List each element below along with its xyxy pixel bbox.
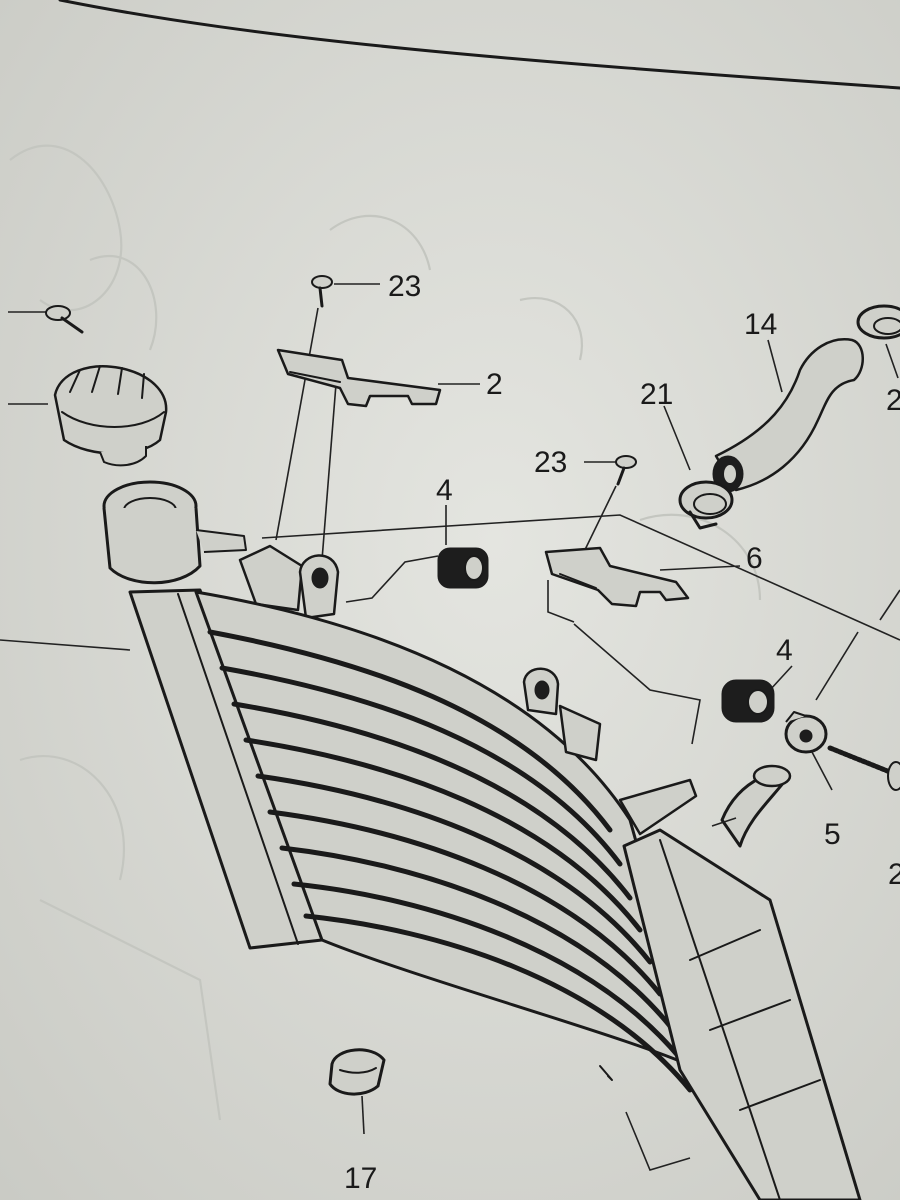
bracket-part-6-icon	[544, 546, 741, 745]
callout-2-edge-top: 2	[886, 384, 900, 417]
rubber-grommet-4-left-icon	[345, 505, 489, 603]
callout-14: 14	[744, 308, 777, 341]
assembly-frame-lines	[0, 514, 900, 651]
bolt-23-middle-icon	[579, 455, 637, 561]
callout-17: 17	[344, 1162, 377, 1195]
drain-detail-icon	[599, 1065, 691, 1171]
callout-21: 21	[640, 378, 673, 411]
callout-5: 5	[824, 818, 841, 851]
hose-clamp-top-right-icon	[856, 304, 900, 379]
bolt-23-top-icon	[275, 275, 380, 561]
callout-4-right: 4	[776, 634, 793, 667]
collar-5-icon	[784, 631, 859, 791]
radiator-core-icon	[102, 480, 702, 1093]
coolant-hose-14-icon	[712, 338, 864, 493]
callout-4-left: 4	[436, 474, 453, 507]
callout-2-edge-bottom: 2	[888, 858, 900, 891]
callout-6: 6	[746, 542, 763, 575]
radiator-side-tank-right-icon	[622, 764, 862, 1200]
small-bolt-left-icon	[8, 305, 84, 334]
mounting-bolt-right-icon	[827, 589, 900, 791]
page-top-curve	[58, 0, 900, 90]
radiator-cap-icon	[8, 365, 168, 467]
callout-labels: 23 2 14 21 23 4 6 4 5 17 2 2	[344, 270, 900, 1195]
bleed-through-ghost-lines	[9, 144, 762, 1121]
callout-23-middle: 23	[534, 446, 567, 479]
hose-clamp-21-icon	[663, 405, 734, 530]
bracket-part-2-icon	[276, 348, 480, 408]
rubber-grommet-4-right-icon	[721, 665, 793, 723]
cushion-17-icon	[328, 1048, 386, 1135]
callout-23-top: 23	[388, 270, 421, 303]
callout-2: 2	[486, 368, 503, 401]
